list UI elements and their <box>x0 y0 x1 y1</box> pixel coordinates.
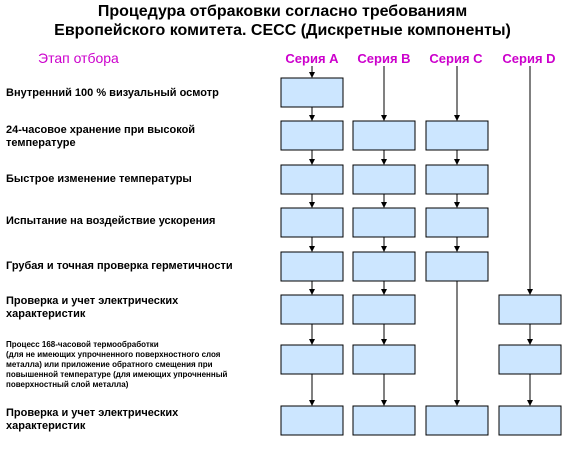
step-box-series-a-stage-7 <box>280 405 344 436</box>
series-label-b: Серия B <box>357 51 411 66</box>
step-box-series-c-stage-7 <box>425 405 489 436</box>
step-box-series-d-stage-7 <box>498 405 562 436</box>
diagram-title-line-1: Процедура отбраковки согласно требования… <box>97 3 468 20</box>
step-box-series-b-stage-4 <box>352 251 416 282</box>
step-box-series-c-stage-2 <box>425 164 489 195</box>
step-box-series-a-stage-3 <box>280 207 344 238</box>
step-box-series-b-stage-5 <box>352 294 416 325</box>
step-box-series-c-stage-1 <box>425 120 489 151</box>
step-box-series-a-stage-2 <box>280 164 344 195</box>
stage-label-burn-in: Процесс 168-часовой термообработки (для … <box>6 340 228 389</box>
stage-label-thermal-cycling: Быстрое изменение температуры <box>6 173 192 185</box>
step-box-series-a-stage-0 <box>280 77 344 108</box>
step-box-series-c-stage-3 <box>425 207 489 238</box>
series-label-c: Серия C <box>429 51 483 66</box>
stage-label-hermeticity-check: Грубая и точная проверка герметичности <box>6 260 233 272</box>
step-box-series-c-stage-4 <box>425 251 489 282</box>
step-box-series-a-stage-5 <box>280 294 344 325</box>
step-box-series-d-stage-6 <box>498 344 562 375</box>
step-box-series-a-stage-1 <box>280 120 344 151</box>
stage-label-electrical-check-1: Проверка и учет электрических характерис… <box>6 295 179 320</box>
diagram-title-line-2: Европейского комитета. СЕСС (Дискретные … <box>54 22 511 39</box>
stage-label-electrical-check-2: Проверка и учет электрических характерис… <box>6 407 179 432</box>
step-box-series-b-stage-1 <box>352 120 416 151</box>
step-box-series-d-stage-5 <box>498 294 562 325</box>
step-box-series-b-stage-7 <box>352 405 416 436</box>
stage-label-visual-inspection: Внутренний 100 % визуальный осмотр <box>6 87 219 99</box>
step-box-series-a-stage-6 <box>280 344 344 375</box>
stage-label-acceleration-test: Испытание на воздействие ускорения <box>6 215 216 227</box>
step-box-series-a-stage-4 <box>280 251 344 282</box>
step-box-series-b-stage-3 <box>352 207 416 238</box>
series-label-d: Серия D <box>502 51 556 66</box>
step-box-series-b-stage-2 <box>352 164 416 195</box>
stage-column-header: Этап отбора <box>38 50 119 66</box>
series-label-a: Серия A <box>285 51 339 66</box>
step-box-series-b-stage-6 <box>352 344 416 375</box>
stage-label-high-temp-storage: 24-часовое хранение при высокой температ… <box>6 124 196 149</box>
